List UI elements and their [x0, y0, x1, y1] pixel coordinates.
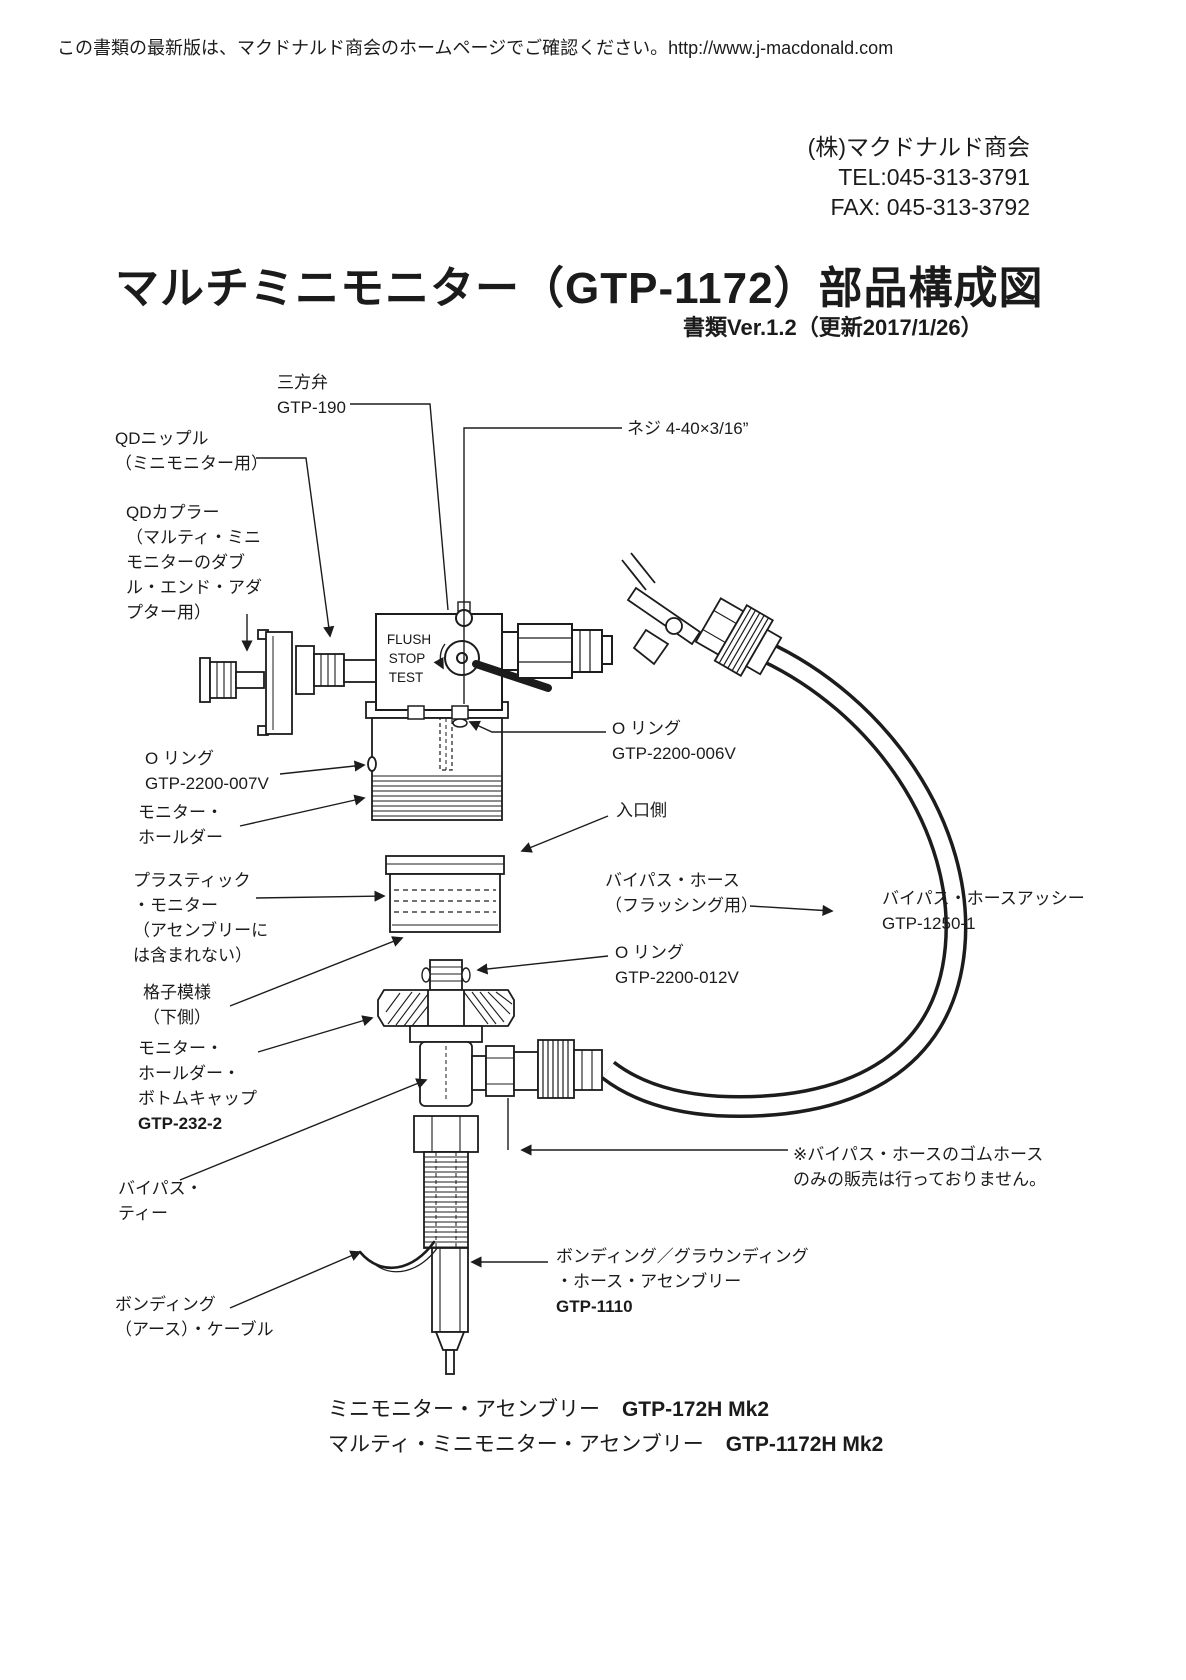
leader-lines: [179, 403, 834, 1309]
leader-screw: [463, 427, 622, 704]
leader-qd-nipple: [256, 457, 335, 638]
valve-text-line: TEST: [389, 670, 424, 685]
label-qd-nipple: QDニップル （ミニモニター用）: [115, 426, 268, 476]
label-three-way-valve: 三方弁 GTP-190: [277, 370, 346, 420]
valve-text-line: STOP: [389, 651, 426, 666]
label-text: ボンディング／グラウンディング ・ホース・アセンブリー: [556, 1247, 809, 1291]
valve-face-text: FLUSH STOP TEST: [387, 632, 431, 685]
assembly-line-1: ミニモニター・アセンブリー GTP-172H Mk2: [328, 1392, 883, 1427]
label-screw: ネジ 4-40×3/16”: [627, 416, 748, 441]
label-monitor-holder: モニター・ ホールダー: [138, 800, 223, 850]
assembly-name: マルティ・ミニモニター・アセンブリー: [328, 1433, 704, 1456]
label-text: モニター・ ホールダー・ ボトムキャップ: [138, 1039, 257, 1108]
plastic-monitor-drawing: [385, 855, 505, 933]
assembly-part-number: GTP-1172H Mk2: [725, 1433, 884, 1456]
qd-coupler-drawing: [199, 629, 377, 736]
label-oring-012: O リング GTP-2200-012V: [615, 940, 739, 990]
label-hose-assy: バイパス・ホースアッシー GTP-1250-1: [882, 886, 1085, 936]
label-oring-007: O リング GTP-2200-007V: [145, 746, 269, 796]
stem-screw-drawing: [407, 705, 469, 728]
label-text: QDカプラー （マルティ・ミニ モニターのダブ ル・エンド・アダ プター用）: [126, 503, 262, 622]
leader-plastic-monitor: [255, 890, 386, 902]
label-text: モニター・ ホールダー: [138, 803, 223, 847]
label-text: O リング GTP-2200-012V: [615, 943, 739, 987]
label-text: QDニップル （ミニモニター用）: [115, 429, 268, 473]
leader-bottom-cap: [257, 1015, 374, 1053]
leader-oring-006: [468, 720, 606, 733]
label-text: 入口側: [616, 801, 667, 820]
label-bottom-cap: モニター・ ホールダー・ ボトムキャップ GTP-232-2: [138, 1036, 257, 1136]
label-text: バイパス・ホースアッシー GTP-1250-1: [882, 889, 1085, 933]
label-note: ※バイパス・ホースのゴムホース のみの販売は行っておりません。: [793, 1142, 1046, 1192]
leader-three-way-valve: [350, 403, 449, 611]
leader-monitor-holder: [239, 794, 366, 827]
header-notice: この書類の最新版は、マクドナルド商会のホームページでご確認ください。http:/…: [57, 38, 894, 58]
label-bypass-hose: バイパス・ホース （フラッシング用）: [605, 868, 758, 918]
label-text: ネジ 4-40×3/16”: [627, 419, 749, 438]
label-text: O リング GTP-2200-006V: [612, 719, 736, 763]
label-plastic-monitor: プラスティック ・モニター （アセンブリーに は含まれない）: [133, 868, 268, 968]
leader-inlet-side: [520, 815, 609, 853]
company-tel: TEL:045-313-3791: [838, 164, 1030, 190]
assembly-footer: ミニモニター・アセンブリー GTP-172H Mk2 マルティ・ミニモニター・アセ…: [328, 1392, 883, 1462]
label-part-number: GTP-1110: [556, 1297, 633, 1316]
label-inlet-side: 入口側: [616, 798, 667, 823]
label-text: バイパス・ ティー: [118, 1179, 203, 1223]
monitor-holder-drawing: [365, 701, 509, 821]
assembly-line-2: マルティ・ミニモニター・アセンブリー GTP-1172H Mk2: [328, 1427, 883, 1462]
company-name: (株)マクドナルド商会: [807, 134, 1030, 160]
hose-end-fitting: [694, 597, 783, 677]
leader-bonding-cable: [229, 1250, 362, 1309]
bypass-tee-drawing: [413, 1039, 603, 1249]
leader-oring-007: [279, 760, 366, 775]
document-title: マルチミニモニター（GTP-1172）部品構成図: [115, 264, 1044, 313]
label-text: ※バイパス・ホースのゴムホース のみの販売は行っておりません。: [793, 1145, 1047, 1189]
company-info: (株)マクドナルド商会 TEL:045-313-3791 FAX: 045-31…: [630, 132, 1030, 222]
label-text: 格子模様 （下側）: [143, 983, 211, 1027]
label-text: O リング GTP-2200-007V: [145, 749, 269, 793]
bottom-cap-drawing: [377, 959, 515, 1043]
label-text: プラスティック ・モニター （アセンブリーに は含まれない）: [133, 871, 269, 965]
bonding-cable-drawing: [358, 1240, 436, 1269]
assembly-name: ミニモニター・アセンブリー: [328, 1398, 600, 1421]
label-text: 三方弁 GTP-190: [277, 373, 346, 417]
leader-oring-012: [476, 955, 609, 975]
label-part-number: GTP-232-2: [138, 1114, 223, 1133]
bypass-hose-drawing: [600, 552, 968, 1119]
label-lattice: 格子模様 （下側）: [143, 980, 211, 1030]
label-bonding-hose: ボンディング／グラウンディング ・ホース・アセンブリー GTP-1110: [556, 1244, 809, 1319]
leader-lattice: [229, 936, 404, 1007]
label-oring-006: O リング GTP-2200-006V: [612, 716, 736, 766]
label-bypass-tee: バイパス・ ティー: [118, 1176, 203, 1226]
company-fax: FAX: 045-313-3792: [830, 194, 1030, 220]
assembly-part-number: GTP-172H Mk2: [621, 1398, 770, 1421]
three-way-valve-drawing: [375, 601, 613, 711]
leader-bypass-hose: [749, 904, 834, 917]
label-text: ボンディング （アース）・ケーブル: [115, 1295, 274, 1339]
leader-bypass-tee: [179, 1078, 428, 1181]
label-qd-coupler: QDカプラー （マルティ・ミニ モニターのダブ ル・エンド・アダ プター用）: [126, 500, 262, 625]
valve-text-line: FLUSH: [387, 632, 431, 647]
label-text: バイパス・ホース （フラッシング用）: [605, 871, 758, 915]
document-version: 書類Ver.1.2（更新2017/1/26）: [683, 315, 983, 340]
label-bonding-cable: ボンディング （アース）・ケーブル: [115, 1292, 274, 1342]
bonding-tube-drawing: [358, 1240, 469, 1375]
